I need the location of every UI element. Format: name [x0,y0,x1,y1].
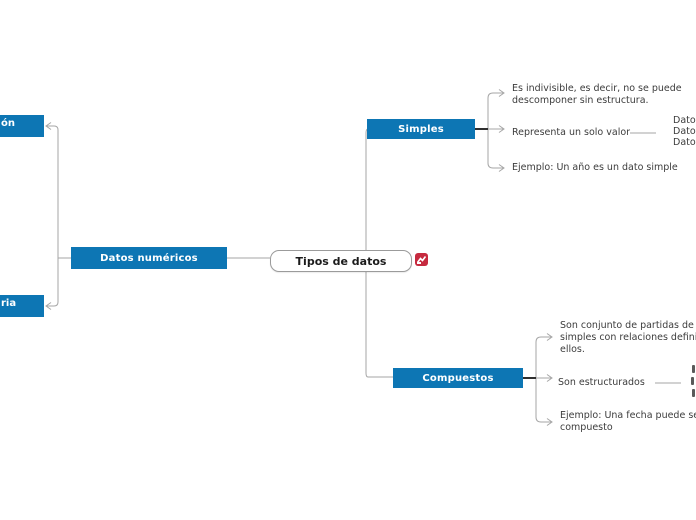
node-simples[interactable]: Simples [367,119,475,139]
text-node-es-indivisible[interactable]: Es indivisible, es decir, no se puede de… [512,83,682,107]
node-compuestos[interactable]: Compuestos [393,368,523,388]
connector-left-trunk [46,125,59,307]
text-line: compuesto [560,422,613,433]
text-line: simples con relaciones defini [560,332,696,343]
text-line: Son conjunto de partidas de [560,320,694,331]
arrowhead-compuestos-1 [546,333,553,341]
red-chart-badge-icon[interactable] [415,253,428,266]
text-line: Dato [673,126,696,137]
arrowhead-left-top [45,122,52,130]
text-node-dato-3[interactable]: Dato [673,137,696,148]
arrowhead-left-bottom [45,302,52,310]
arrowhead-simples-2 [498,125,505,133]
root-node-label: Tipos de datos [295,254,387,268]
text-line: Ejemplo: Un año es un dato simple [512,162,678,173]
connector-compuestos-bracket [535,336,551,423]
root-node-tipos-de-datos[interactable]: Tipos de datos [270,250,412,272]
text-line: descomponer sin estructura. [512,95,649,106]
node-datos-numericos-label: Datos numéricos [100,252,198,264]
text-line: Dato [673,115,696,126]
arrowhead-simples-1 [498,89,505,97]
arrowhead-compuestos-2 [546,374,553,382]
text-node-representa-un-solo-valor[interactable]: Representa un solo valor [512,127,630,139]
node-left-child-bottom[interactable] [0,295,44,317]
truncated-text-stub-2 [691,377,694,385]
node-left-child-top-label: ón [1,118,15,129]
text-node-dato-2[interactable]: Dato [673,126,696,137]
node-left-child-top[interactable] [0,115,44,137]
text-node-dato-1[interactable]: Dato [673,115,696,126]
arrowhead-simples-3 [498,164,505,172]
text-line: Dato [673,137,696,148]
truncated-text-stub-1 [692,365,695,373]
text-line: ellos. [560,344,585,355]
truncated-text-stub-3 [692,389,695,397]
text-line: Es indivisible, es decir, no se puede [512,83,682,94]
text-line: Representa un solo valor [512,127,631,138]
node-simples-label: Simples [398,123,444,135]
text-node-son-estructurados[interactable]: Son estructurados [558,377,645,389]
text-line: Ejemplo: Una fecha puede se [560,410,696,421]
connector-simples-bracket [487,92,503,169]
node-datos-numericos[interactable]: Datos numéricos [71,247,227,269]
text-node-son-conjunto[interactable]: Son conjunto de partidas de simples con … [560,320,696,356]
badge-glyph [416,256,427,264]
node-left-child-bottom-label: ria [1,298,17,309]
text-node-ejemplo-simple[interactable]: Ejemplo: Un año es un dato simple [512,162,678,174]
text-line: Son estructurados [558,377,645,388]
arrowhead-compuestos-3 [546,418,553,426]
connector-right-trunk [365,128,393,378]
node-compuestos-label: Compuestos [422,372,494,384]
text-node-ejemplo-compuesto[interactable]: Ejemplo: Una fecha puede se compuesto [560,410,696,434]
